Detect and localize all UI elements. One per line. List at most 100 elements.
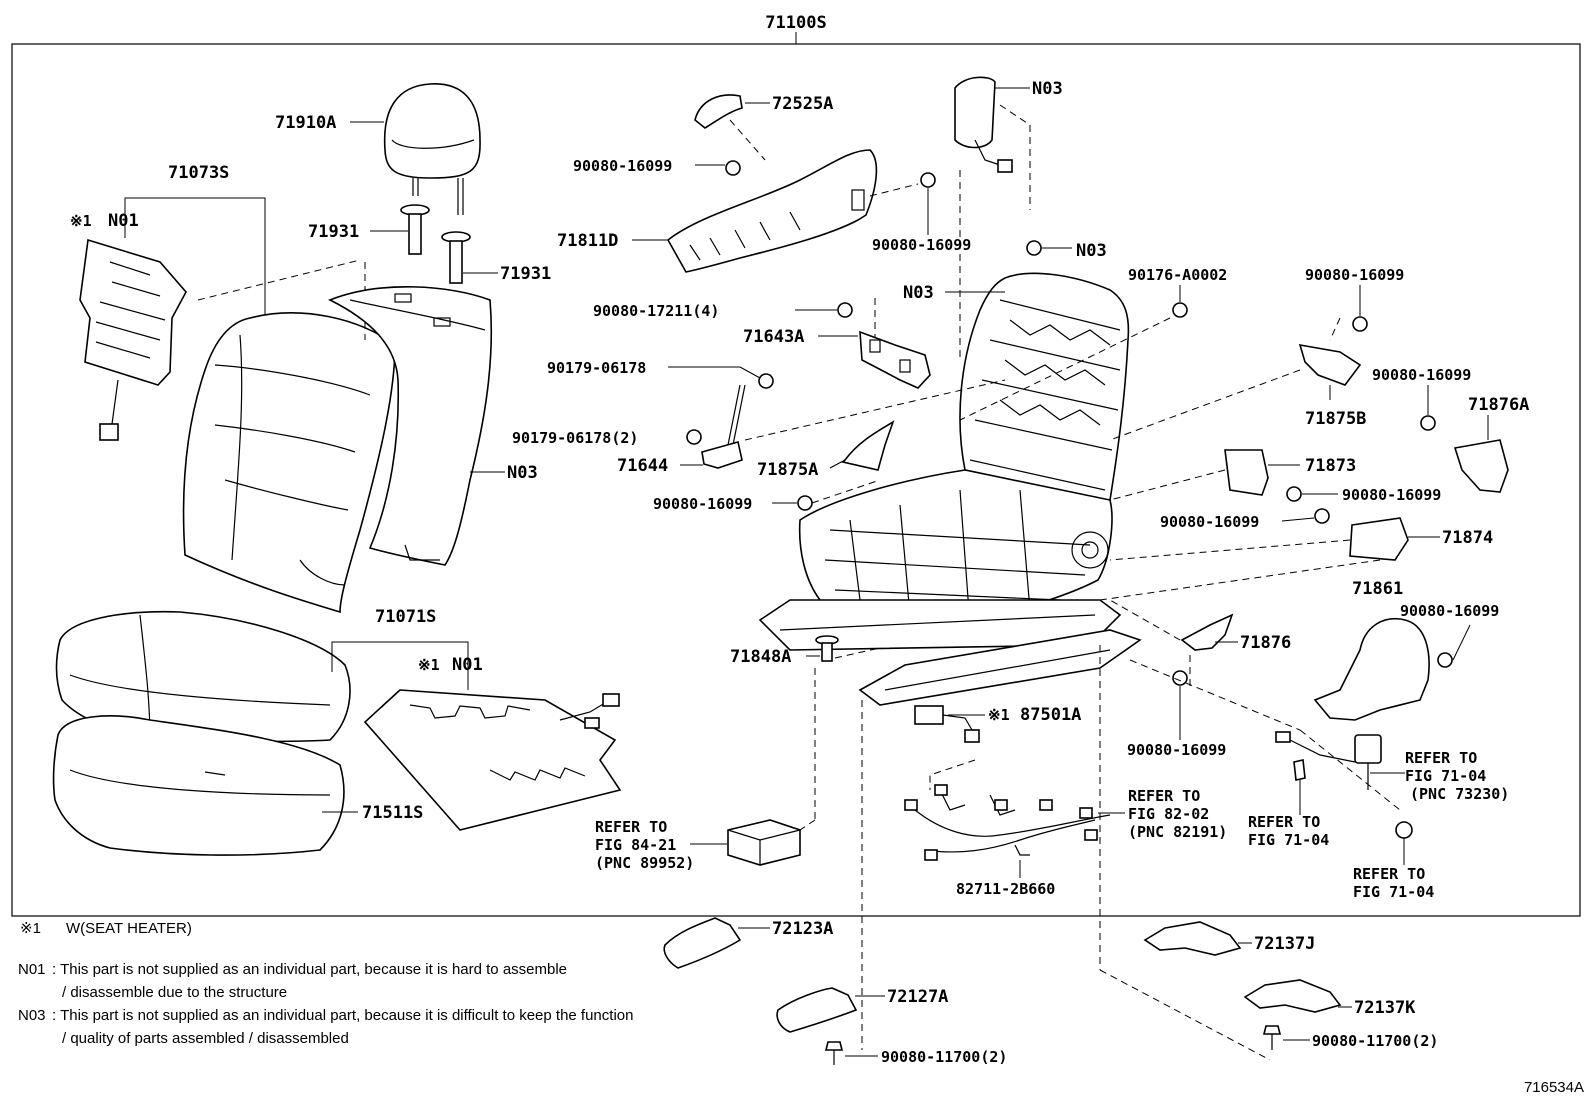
note-seat-heater: W(SEAT HEATER) xyxy=(66,920,192,937)
part-N01-back-label: N01 xyxy=(108,211,139,231)
part-90080-16099-i-label: 90080-16099 xyxy=(1127,741,1226,759)
part-72137K-label: 72137K xyxy=(1354,998,1416,1018)
bolt-icon xyxy=(824,1041,844,1065)
part-N03-frame-label: N03 xyxy=(903,283,934,303)
ref-fig-71-04-a-line2: FIG 71-04 xyxy=(1405,767,1486,785)
bolt-icon xyxy=(725,160,741,176)
ref-fig-82-02-line3: (PNC 82191) xyxy=(1128,823,1227,841)
part-71644-label: 71644 xyxy=(617,456,668,476)
part-90179-06178-2-label: 90179-06178(2) xyxy=(512,429,638,447)
part-90080-17211-label: 90080-17211(4) xyxy=(593,302,719,320)
part-90080-16099-f-label: 90080-16099 xyxy=(1342,486,1441,504)
part-71811D-drawing xyxy=(666,149,878,273)
assembly-label: 71100S xyxy=(765,13,826,33)
diagram-id: 716534A xyxy=(1524,1079,1584,1096)
part-72127A-label: 72127A xyxy=(887,987,948,1007)
part-71875A-label: 71875A xyxy=(757,460,818,480)
part-N03-nut-label: N03 xyxy=(1076,241,1107,261)
bolt-icon xyxy=(1172,670,1188,686)
part-71875A-drawing xyxy=(841,420,895,471)
note-n03-line2: / quality of parts assembled / disassemb… xyxy=(62,1030,349,1047)
part-71073S-label: 71073S xyxy=(168,163,229,183)
seat-back-cover-drawing xyxy=(182,312,396,614)
part-71931-label-lower: 71931 xyxy=(500,264,551,284)
ref-fig-71-04-b-line1: REFER TO xyxy=(1248,813,1320,831)
note-n01-code: N01 xyxy=(18,961,46,978)
part-90080-16099-b-label: 90080-16099 xyxy=(872,236,971,254)
ref-fig-71-04-c-line1: REFER TO xyxy=(1353,865,1425,883)
seat-cushion-cover-drawing xyxy=(55,610,351,743)
part-N01-back-mark: ※1 xyxy=(70,212,92,230)
part-90080-16099-e-label: 90080-16099 xyxy=(1372,366,1471,384)
part-90080-16099-h-label: 90080-16099 xyxy=(1400,602,1499,620)
seat-frame-drawing xyxy=(758,272,1142,706)
part-71861-label: 71861 xyxy=(1352,579,1403,599)
part-90176-A0002-label: 90176-A0002 xyxy=(1128,266,1227,284)
part-71643A-drawing xyxy=(859,330,931,389)
part-N01-cushion-mark: ※1 xyxy=(418,656,440,674)
part-71910A-label: 71910A xyxy=(275,113,336,133)
part-72123A-label: 72123A xyxy=(772,919,833,939)
bolt-icon xyxy=(1437,652,1453,668)
clip-icon xyxy=(1172,302,1188,318)
part-71876-drawing xyxy=(1180,613,1234,651)
part-90080-16099-a-label: 90080-16099 xyxy=(573,157,672,175)
part-72127A-drawing xyxy=(776,987,858,1033)
part-82711-2B660-label: 82711-2B660 xyxy=(956,880,1055,898)
bolt-icon xyxy=(797,495,813,511)
part-71848A-drawing xyxy=(815,635,839,662)
ecu-module-drawing xyxy=(727,819,801,866)
part-N01-cushion-label: N01 xyxy=(452,655,483,675)
part-71643A-label: 71643A xyxy=(743,327,804,347)
back-heater-pad-drawing xyxy=(79,238,187,441)
bolt-icon xyxy=(1286,486,1302,502)
ref-fig-84-21-line3: (PNC 89952) xyxy=(595,854,694,872)
part-71874-drawing xyxy=(1349,517,1409,561)
part-90080-16099-g-label: 90080-16099 xyxy=(1160,513,1259,531)
note-n03-line1: : This part is not supplied as an indivi… xyxy=(52,1007,633,1024)
seat-cushion-pad-drawing xyxy=(52,715,345,856)
part-71875B-label: 71875B xyxy=(1305,409,1366,429)
part-87501A-label: 87501A xyxy=(1020,705,1081,725)
part-90179-06178-label: 90179-06178 xyxy=(547,359,646,377)
part-72137J-label: 72137J xyxy=(1254,934,1315,954)
headrest-drawing xyxy=(383,83,481,215)
part-87501A-drawing xyxy=(914,705,980,743)
part-72525A-label: 72525A xyxy=(772,94,833,114)
bolt-icon xyxy=(1262,1025,1282,1050)
part-71873-drawing xyxy=(1224,449,1269,496)
part-90080-16099-d-label: 90080-16099 xyxy=(1305,266,1404,284)
note-n01-line2: / disassemble due to the structure xyxy=(62,984,287,1001)
note-n03-code: N03 xyxy=(18,1007,46,1024)
bolt-icon xyxy=(1420,415,1436,431)
ref-fig-71-04-c-line2: FIG 71-04 xyxy=(1353,883,1434,901)
part-72123A-drawing xyxy=(663,917,742,969)
headrest-support-drawing xyxy=(400,204,471,284)
part-71875B-drawing xyxy=(1298,343,1362,386)
part-71873-label: 71873 xyxy=(1305,456,1356,476)
nut-icon xyxy=(686,429,702,445)
note-mark: ※1 xyxy=(20,920,41,937)
nut-icon xyxy=(1026,240,1042,256)
note-n01-line1: : This part is not supplied as an indivi… xyxy=(52,961,567,978)
ref-fig-82-02-line1: REFER TO xyxy=(1128,787,1200,805)
bolt-icon xyxy=(1352,316,1368,332)
bolt-icon xyxy=(1314,508,1330,524)
part-71511S-label: 71511S xyxy=(362,803,423,823)
part-N03-back-label: N03 xyxy=(507,463,538,483)
ref-fig-82-02-line2: FIG 82-02 xyxy=(1128,805,1209,823)
ref-fig-84-21-line1: REFER TO xyxy=(595,818,667,836)
clip-icon xyxy=(758,373,774,389)
part-72137J-drawing xyxy=(1143,921,1242,956)
bolt-icon xyxy=(920,172,936,188)
part-71876-label: 71876 xyxy=(1240,633,1291,653)
part-71931-label-upper: 71931 xyxy=(308,222,359,242)
part-71861-drawing xyxy=(1313,618,1430,721)
wire-harness-drawing xyxy=(904,784,1111,861)
part-72525A-drawing xyxy=(694,94,743,129)
part-71644-drawing xyxy=(701,384,746,469)
part-90080-11700-b-label: 90080-11700(2) xyxy=(1312,1032,1438,1050)
part-71874-label: 71874 xyxy=(1442,528,1493,548)
